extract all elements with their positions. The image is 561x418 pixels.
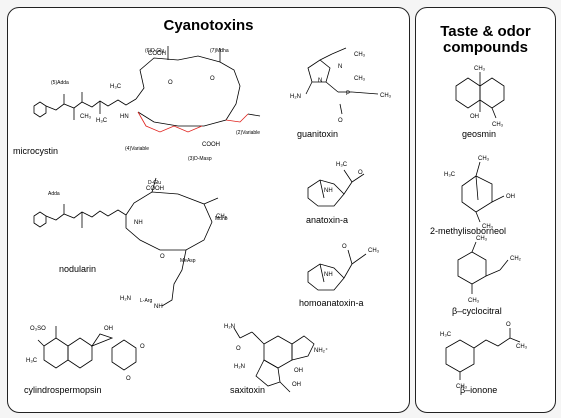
svg-text:OH: OH — [292, 382, 301, 388]
svg-text:CH₃: CH₃ — [380, 93, 392, 99]
svg-text:O: O — [506, 322, 511, 328]
svg-text:CH₃: CH₃ — [354, 76, 366, 82]
svg-text:CH₃: CH₃ — [468, 298, 480, 304]
nodularin-mdhb-label: Mdhb — [215, 216, 228, 222]
taste-odor-title: Taste & odor compounds — [416, 24, 555, 56]
microcystin-dmasp-label: (3)D-Masp — [188, 156, 212, 162]
svg-text:O: O — [140, 344, 145, 350]
svg-text:H₂N: H₂N — [234, 364, 245, 370]
2-methylisoborneol-label: 2-methylisoborneol — [430, 226, 507, 236]
cyanotoxins-title: Cyanotoxins — [163, 17, 254, 34]
svg-text:CH₂: CH₂ — [510, 256, 522, 262]
taste-odor-title-line2: compounds — [443, 39, 528, 56]
svg-text:OH: OH — [104, 326, 113, 332]
microcystin-variable4-label: (4)Variable — [125, 146, 150, 152]
beta-cyclocitral-label: β–cyclocitral — [452, 306, 502, 316]
svg-text:O: O — [338, 118, 343, 124]
geosmin-label: geosmin — [462, 129, 497, 139]
svg-text:COOH: COOH — [148, 51, 166, 57]
svg-text:CH₃: CH₃ — [456, 384, 468, 390]
svg-text:COOH: COOH — [146, 186, 164, 192]
svg-text:H₂N: H₂N — [224, 324, 235, 330]
saxitoxin-structure: H₂N O NH₂⁺ H₂N OH OH — [224, 324, 328, 393]
guanitoxin-label: guanitoxin — [297, 129, 339, 139]
svg-text:NH: NH — [134, 220, 143, 226]
nodularin-adda-label: Adda — [48, 191, 60, 197]
beta-ionone-structure: H₃C O CH₃ CH₃ — [440, 322, 528, 390]
microcystin-dglu-label: (6)D-Glu — [145, 48, 165, 54]
svg-text:CH₃: CH₃ — [474, 66, 486, 72]
svg-text:P: P — [346, 91, 350, 97]
cylindrospermopsin-structure: O₃SO H₃C OH O O — [26, 326, 145, 382]
svg-text:O₃SO: O₃SO — [30, 326, 46, 332]
svg-text:H₃C: H₃C — [96, 118, 108, 124]
svg-text:O: O — [126, 376, 131, 382]
svg-text:NH₂⁺: NH₂⁺ — [314, 347, 328, 354]
svg-text:O: O — [236, 346, 241, 352]
svg-text:N: N — [338, 64, 342, 70]
svg-text:NH: NH — [154, 304, 163, 310]
svg-text:H₃C: H₃C — [444, 172, 456, 178]
svg-text:O: O — [210, 76, 215, 82]
nodularin-dglu-label: D-Glu — [148, 180, 162, 186]
svg-text:H₂N: H₂N — [120, 296, 131, 302]
2-methylisoborneol-structure: H₃C CH₃ OH CH₃ — [444, 156, 515, 230]
anatoxin-a-structure: NH O H₃C — [307, 162, 365, 207]
nodularin-measp-label: MeAsp — [180, 258, 196, 264]
svg-text:CH₃: CH₃ — [482, 224, 494, 230]
svg-text:O: O — [168, 80, 173, 86]
svg-text:OH: OH — [506, 194, 515, 200]
beta-cyclocitral-structure: CH₃ CH₂ CH₃ — [457, 236, 522, 304]
svg-text:CH₃: CH₃ — [516, 344, 528, 350]
microcystin-adda-label: (5)Adda — [51, 80, 69, 86]
microcystin-variable2-label: (2)Variable — [236, 130, 261, 136]
svg-text:H₂N: H₂N — [290, 94, 301, 100]
svg-text:NH: NH — [324, 272, 333, 278]
svg-text:CH₃: CH₃ — [216, 214, 228, 220]
svg-text:O: O — [342, 244, 347, 250]
homoanatoxin-a-label: homoanatoxin-a — [299, 298, 364, 308]
svg-text:CH₃: CH₃ — [476, 236, 488, 242]
guanitoxin-structure: N CH₃ CH₃ H₂N N P CH₃ O — [290, 47, 392, 124]
svg-text:H₃C: H₃C — [26, 358, 38, 364]
cylindrospermopsin-label: cylindrospermopsin — [24, 385, 102, 395]
homoanatoxin-a-structure: NH O CH₃ — [307, 244, 380, 291]
svg-text:HN: HN — [120, 114, 129, 120]
svg-text:H₃C: H₃C — [110, 84, 122, 90]
svg-text:OH: OH — [294, 368, 303, 374]
anatoxin-a-label: anatoxin-a — [306, 215, 349, 225]
saxitoxin-label: saxitoxin — [230, 385, 266, 395]
cyanotoxins-panel: Cyanotoxins COOH O O H₃C H₃C CH₃ HN COOH COOH… — [7, 7, 410, 413]
microcystin-label: microcystin — [13, 146, 59, 156]
svg-text:O: O — [358, 170, 363, 176]
svg-text:H₃C: H₃C — [336, 162, 348, 168]
svg-text:COOH: COOH — [202, 142, 220, 148]
svg-text:CH₃: CH₃ — [478, 156, 490, 162]
svg-text:CH₃: CH₃ — [368, 248, 380, 254]
taste-odor-panel: Taste & odor compounds CH₃ OH CH₃ H₃C CH₃ O… — [415, 7, 556, 413]
nodularin-structure: COOH CH₃ O NH H₂N NH — [33, 177, 228, 310]
nodularin-label: nodularin — [59, 264, 97, 274]
svg-text:H₃C: H₃C — [440, 332, 452, 338]
svg-text:CH₃: CH₃ — [354, 52, 366, 58]
svg-text:CH₃: CH₃ — [492, 122, 504, 128]
svg-text:N: N — [318, 78, 322, 84]
beta-ionone-label: β–ionone — [460, 385, 498, 395]
svg-text:OH: OH — [470, 114, 479, 120]
nodularin-larg-label: L-Arg — [140, 298, 153, 304]
svg-text:O: O — [160, 254, 165, 260]
microcystin-structure: COOH O O H₃C H₃C CH₃ HN COOH — [33, 46, 261, 148]
svg-text:CH₃: CH₃ — [80, 114, 92, 120]
microcystin-mdha-label: (7)Mdha — [210, 48, 229, 54]
svg-text:NH: NH — [324, 188, 333, 194]
geosmin-structure: CH₃ OH CH₃ — [455, 66, 505, 128]
taste-odor-title-line1: Taste & odor — [440, 23, 531, 40]
